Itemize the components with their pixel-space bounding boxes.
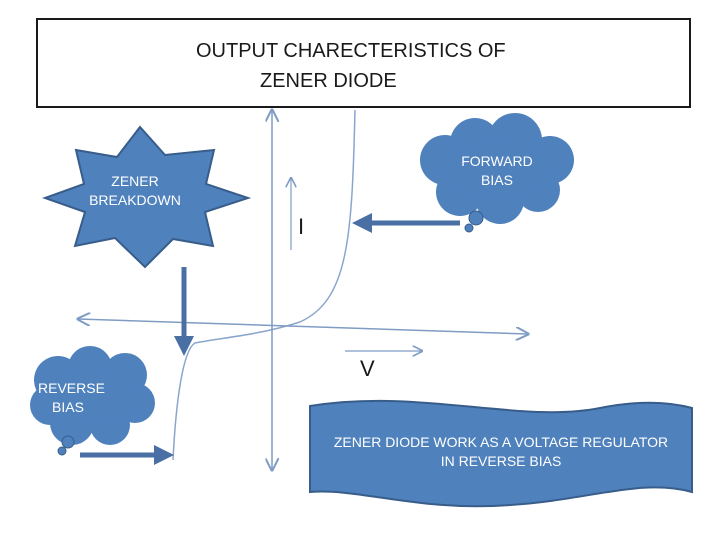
regulator-note-line2: IN REVERSE BIAS (440, 453, 562, 469)
forward-bias-cloud (420, 113, 574, 233)
regulator-note-label: ZENER DIODE WORK AS A VOLTAGE REGULATOR … (318, 433, 684, 471)
regulator-note-banner (309, 399, 693, 508)
reverse-bias-line1: REVERSE (38, 380, 105, 396)
voltage-axis-label: V (360, 356, 375, 381)
reverse-bias-label: REVERSE BIAS (38, 379, 128, 417)
current-axis-label: I (298, 214, 305, 239)
zener-breakdown-line1: ZENER (111, 173, 159, 189)
reverse-bias-line2: BIAS (52, 399, 84, 415)
zener-breakdown-label: ZENER BREAKDOWN (80, 172, 190, 210)
forward-bias-label: FORWARD BIAS (447, 152, 547, 190)
zener-breakdown-line2: BREAKDOWN (89, 192, 181, 208)
forward-bias-line2: BIAS (481, 172, 513, 188)
forward-bias-line1: FORWARD (461, 153, 533, 169)
title-box (36, 18, 691, 108)
page-subtitle: ZENER DIODE (260, 70, 397, 92)
page-title: OUTPUT CHARECTERISTICS OF (196, 40, 506, 62)
zener-breakdown-starburst (42, 125, 252, 269)
voltage-axis (78, 319, 528, 334)
reverse-bias-cloud (30, 346, 155, 456)
regulator-note-line1: ZENER DIODE WORK AS A VOLTAGE REGULATOR (333, 434, 669, 450)
